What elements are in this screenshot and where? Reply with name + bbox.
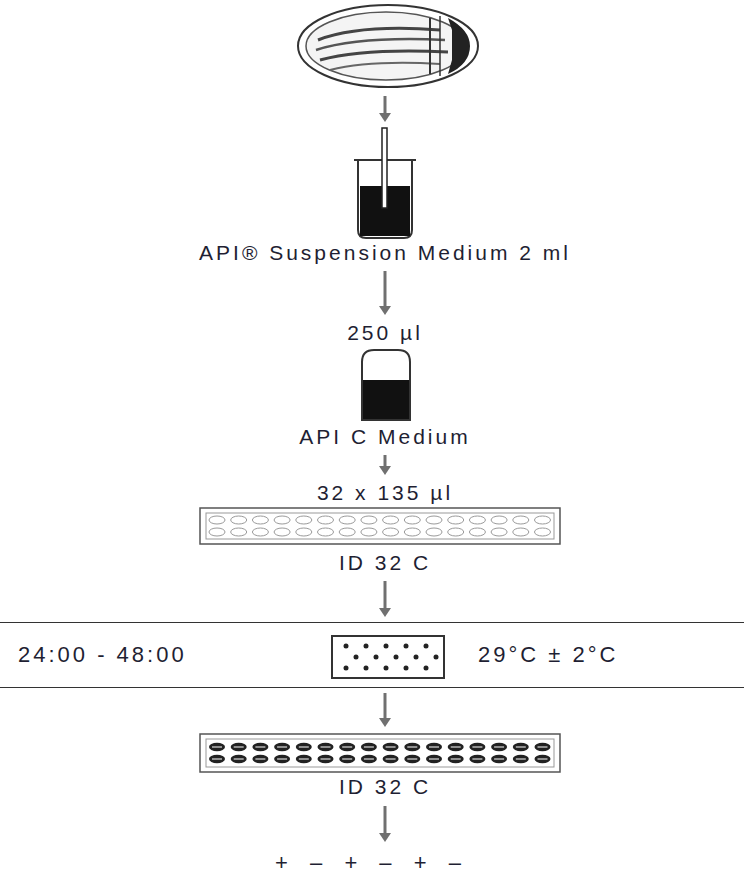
step-node: API® Suspension Medium 2 ml (85, 126, 685, 266)
step-node: 32 x 135 µl ID 32 C (147, 480, 623, 576)
step-node: 250 µl API C Medium (207, 320, 563, 450)
flow-arrow (379, 455, 391, 475)
step-label: 250 µl (207, 320, 563, 346)
step-node: ID 32 C (147, 732, 623, 800)
flow-arrow (379, 271, 391, 315)
step-label: ID 32 C (147, 550, 623, 576)
step-label: 24:00 - 48:00 (18, 642, 187, 668)
flow-arrow (379, 693, 391, 727)
api-c-medium-vial (362, 350, 410, 420)
step-label: ID 32 C (147, 774, 623, 800)
step-label: 32 x 135 µl (147, 480, 623, 506)
incubator-icon (332, 636, 444, 678)
flow-arrow (379, 581, 391, 617)
petri-dish (298, 5, 478, 87)
step-label: 29°C ± 2°C (478, 642, 618, 668)
step-label: API® Suspension Medium 2 ml (85, 240, 685, 266)
suspension-tube (354, 128, 416, 238)
flow-arrow (379, 806, 391, 842)
flow-arrow (379, 96, 391, 122)
incubation-band: 24:00 - 48:00 29°C ± 2°C (0, 622, 744, 688)
step-label: API C Medium (207, 424, 563, 450)
test-strip-read (200, 734, 560, 772)
test-strip-empty (200, 508, 560, 544)
result-signs: + – + – + – (0, 850, 744, 876)
